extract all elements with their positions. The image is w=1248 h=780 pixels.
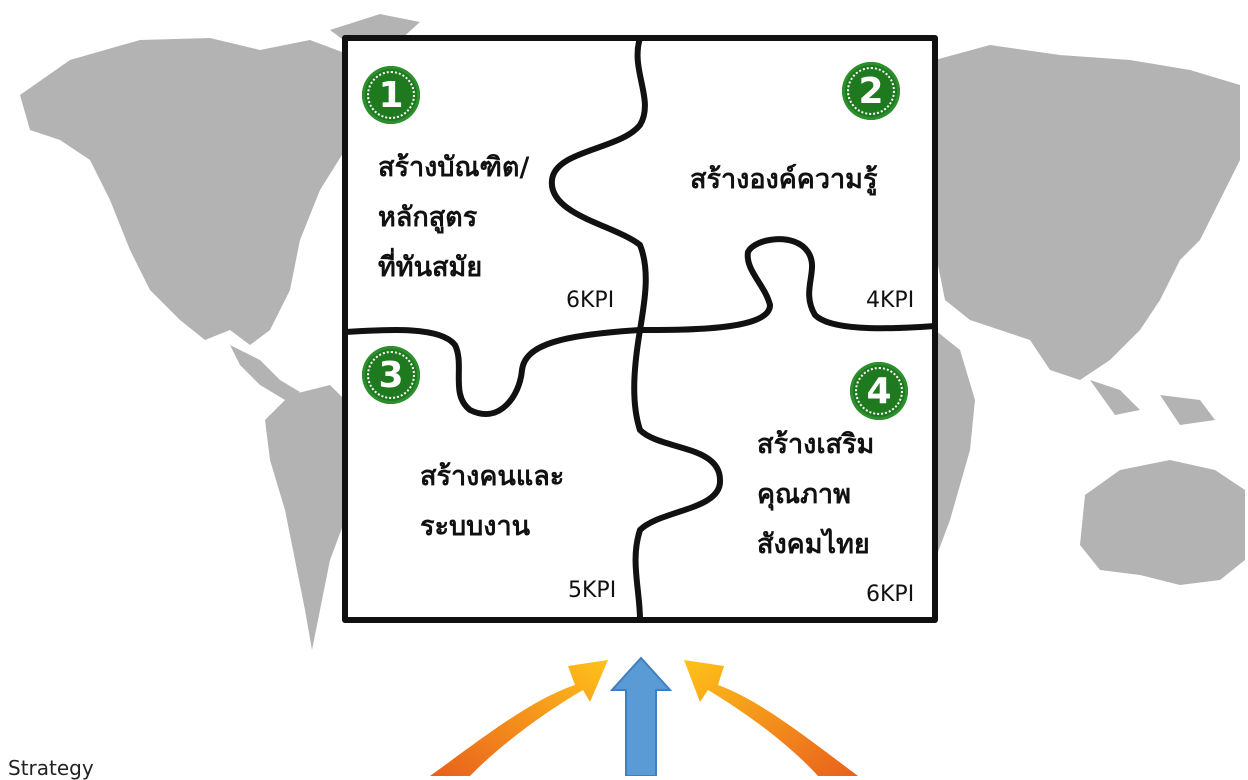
continent-islands xyxy=(1090,380,1215,425)
puzzle-seam-top xyxy=(548,35,649,333)
continent-africa-edge xyxy=(935,330,975,560)
piece-3-line-1: สร้างคนและ xyxy=(420,461,565,492)
piece-4-text: สร้างเสริม คุณภาพ สังคมไทย xyxy=(757,420,874,570)
piece-3-text: สร้างคนและ ระบบงาน xyxy=(420,452,564,552)
badge-piece-2: 2 xyxy=(842,62,900,120)
continent-eurasia xyxy=(935,45,1240,380)
piece-3-kpi: 5KPI xyxy=(568,578,617,603)
piece-4-kpi: 6KPI xyxy=(866,582,915,607)
piece-1-line-1: สร้างบัณฑิต/ xyxy=(378,152,530,183)
strategy-label: Strategy xyxy=(8,756,94,780)
piece-2-line-1: สร้างองค์ความรู้ xyxy=(690,164,878,195)
badge-piece-3: 3 xyxy=(362,346,420,404)
right-curved-arrow xyxy=(684,660,858,776)
piece-2-text: สร้างองค์ความรู้ xyxy=(690,155,877,205)
puzzle-seam-left xyxy=(342,326,643,417)
piece-4-line-1: สร้างเสริม xyxy=(757,429,875,460)
continent-north-america xyxy=(20,38,350,345)
continent-australia xyxy=(1080,460,1245,585)
piece-2-kpi: 4KPI xyxy=(866,288,915,313)
piece-3-line-2: ระบบงาน xyxy=(420,511,531,542)
badge-number: 4 xyxy=(866,370,892,412)
left-curved-arrow xyxy=(430,660,608,776)
puzzle-seam-bottom xyxy=(631,327,723,623)
piece-1-text: สร้างบัณฑิต/ หลักสูตร ที่ทันสมัย xyxy=(378,143,529,293)
puzzle-seam-right xyxy=(637,236,938,333)
badge-number: 1 xyxy=(378,74,404,116)
continent-south-america xyxy=(265,385,345,650)
badge-piece-4: 4 xyxy=(850,362,908,420)
continent-central-america xyxy=(230,345,300,400)
piece-1-kpi: 6KPI xyxy=(566,288,615,313)
badge-number: 3 xyxy=(378,354,404,396)
center-up-arrow xyxy=(609,656,673,776)
badge-number: 2 xyxy=(858,70,884,112)
piece-1-line-3: ที่ทันสมัย xyxy=(378,252,483,283)
piece-4-line-2: คุณภาพ xyxy=(757,479,851,510)
piece-1-line-2: หลักสูตร xyxy=(378,202,478,233)
piece-4-line-3: สังคมไทย xyxy=(757,529,870,560)
badge-piece-1: 1 xyxy=(362,66,420,124)
